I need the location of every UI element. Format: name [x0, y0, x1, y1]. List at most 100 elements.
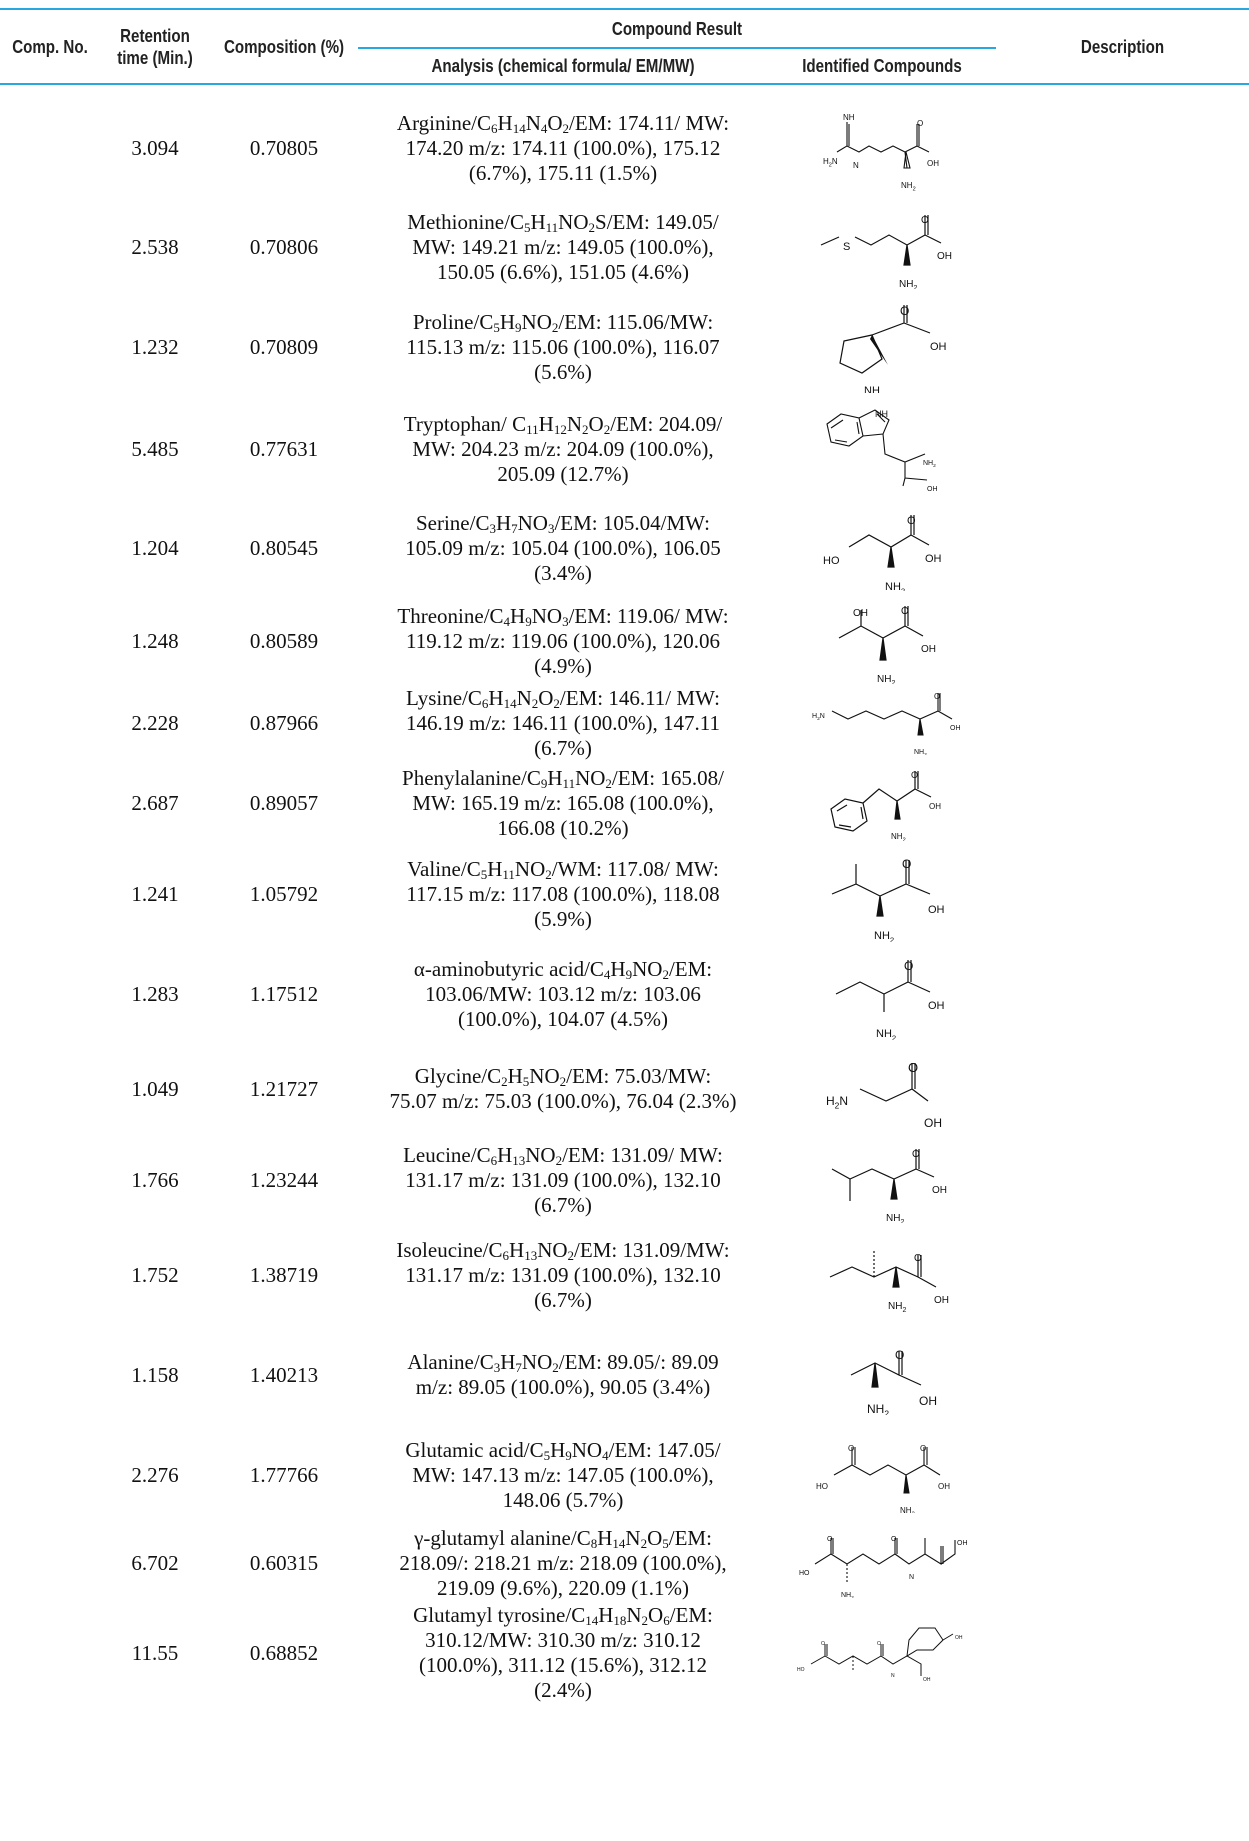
- analysis-em: /EM: 165.08/: [611, 765, 724, 790]
- description-cell: [996, 685, 1249, 761]
- atom-symbol: OH: [919, 1394, 937, 1408]
- formula-subscript: 9: [540, 775, 548, 791]
- formula-element: H: [510, 603, 526, 628]
- atom-symbol: HO: [816, 1482, 828, 1491]
- structure-atom-label: N: [909, 1574, 914, 1581]
- formula-element: H: [538, 411, 554, 436]
- retention-time-cell: 1.283: [131, 981, 179, 1006]
- structure-atom-label: OH: [928, 904, 945, 916]
- structure-atom-label: OH: [932, 1185, 947, 1196]
- composition-cell: 0.68852: [249, 1640, 319, 1665]
- formula-element: O: [538, 685, 554, 710]
- formula-subscript: 9: [515, 319, 522, 335]
- comp-no-cell: [0, 1603, 100, 1703]
- atom-symbol: NH: [874, 930, 890, 942]
- comp-no-cell: [0, 199, 100, 295]
- formula-element: N: [625, 1525, 641, 1550]
- atom-symbol: OH: [930, 341, 947, 353]
- comp-no-cell: [0, 943, 100, 1045]
- structure-atom-label: O: [908, 1060, 918, 1075]
- analysis-line: 148.06 (5.7%): [502, 1487, 624, 1512]
- formula-subscript: 8: [590, 1535, 598, 1551]
- formula-subscript: 2: [641, 1613, 649, 1628]
- structure-atom-label: HO: [816, 1482, 828, 1491]
- compound-name: Glutamic acid/: [405, 1437, 530, 1462]
- analysis-line: 310.12/MW: 310.30 m/z: 310.12: [425, 1628, 701, 1652]
- retention-time-cell: 1.248: [131, 628, 179, 653]
- analysis-em: /EM: 131.09/ MW:: [562, 1142, 723, 1167]
- analysis-line: 146.19 m/z: 146.11 (100.0%), 147.11: [406, 710, 720, 735]
- formula-element: C: [488, 1237, 503, 1262]
- structure-atom-label: NH2: [874, 930, 894, 942]
- structure-atom-label: O: [827, 1536, 833, 1543]
- description-cell: [996, 761, 1249, 845]
- structure-atom-label: H2N: [823, 157, 838, 168]
- analysis-em: /EM: 105.04/MW:: [554, 510, 711, 535]
- atom-symbol: O: [902, 857, 911, 871]
- analysis-line: (5.6%): [534, 359, 592, 384]
- analysis-line: (4.9%): [534, 653, 592, 678]
- atom-subscript: 2: [890, 935, 894, 942]
- formula-subscript: 3: [489, 520, 496, 536]
- structure-atom-label: HO: [799, 1570, 810, 1577]
- formula-element: H: [499, 309, 516, 334]
- atom-symbol: OH: [928, 904, 945, 916]
- identified-compound-cell: OHOOOHNH2: [768, 1427, 996, 1523]
- formula-subscript: 14: [585, 1613, 599, 1628]
- analysis-line: (5.9%): [534, 906, 592, 931]
- atom-symbol: NH: [901, 181, 913, 190]
- formula-subscript: 11: [545, 219, 559, 235]
- formula-element: C: [467, 685, 482, 710]
- retention-time-cell: 1.049: [131, 1076, 179, 1101]
- formula-subscript: 9: [625, 966, 633, 982]
- retention-time-cell: 2.228: [131, 710, 179, 735]
- retention-time-cell: 1.752: [131, 1262, 179, 1287]
- description-cell: [996, 1523, 1249, 1603]
- analysis-line: 218.09/: 218.21 m/z: 218.09 (100.0%),: [399, 1550, 727, 1575]
- structure-atom-label: O: [907, 515, 916, 527]
- atom-symbol: NH: [841, 1592, 851, 1598]
- formula-subscript: 2: [559, 1074, 567, 1089]
- analysis-em: /EM: 204.09/: [610, 411, 723, 436]
- formula-element: O: [547, 110, 563, 135]
- formula-element: H: [497, 110, 513, 135]
- structure-atom-label: O: [900, 304, 909, 318]
- formula-subscript: 2: [640, 1535, 648, 1551]
- formula-subscript: 5: [543, 1447, 551, 1463]
- structure-atom-label: OH: [937, 251, 952, 262]
- atom-symbol: NH: [877, 674, 891, 684]
- formula-element: C: [529, 1437, 544, 1462]
- formula-element: H: [495, 510, 512, 535]
- formula-subscript: 11: [526, 421, 539, 437]
- analysis-cell: Arginine/C6H14N4O2/EM: 174.11/ MW:174.20…: [358, 97, 768, 199]
- formula-element: C: [479, 1350, 494, 1374]
- structure-atom-label: OH: [925, 553, 942, 565]
- compound-name: Leucine/: [403, 1142, 477, 1167]
- compound-name: α-aminobutyric acid/: [413, 956, 590, 981]
- formula-subscript: 2: [531, 695, 539, 711]
- atom-symbol: NH: [914, 749, 924, 755]
- formula-element: NO: [529, 1064, 560, 1088]
- composition-cell: 0.60315: [249, 1550, 319, 1575]
- comp-no-cell: [0, 1323, 100, 1427]
- atom-subscript: 2: [817, 716, 820, 722]
- analysis-em: /EM: 149.05/: [606, 209, 719, 234]
- structure-atom-label: NH: [864, 385, 880, 393]
- atom-symbol: O: [900, 304, 909, 318]
- chemical-formula: C4H9NO2: [590, 957, 669, 981]
- analysis-line: (100.0%), 104.07 (4.5%): [458, 1006, 668, 1031]
- atom-subscript: 2: [884, 1409, 889, 1415]
- atom-symbol: NH: [843, 113, 855, 122]
- structure-atom-label: NH2: [886, 1213, 904, 1223]
- structure-atom-label: NH2: [923, 460, 936, 469]
